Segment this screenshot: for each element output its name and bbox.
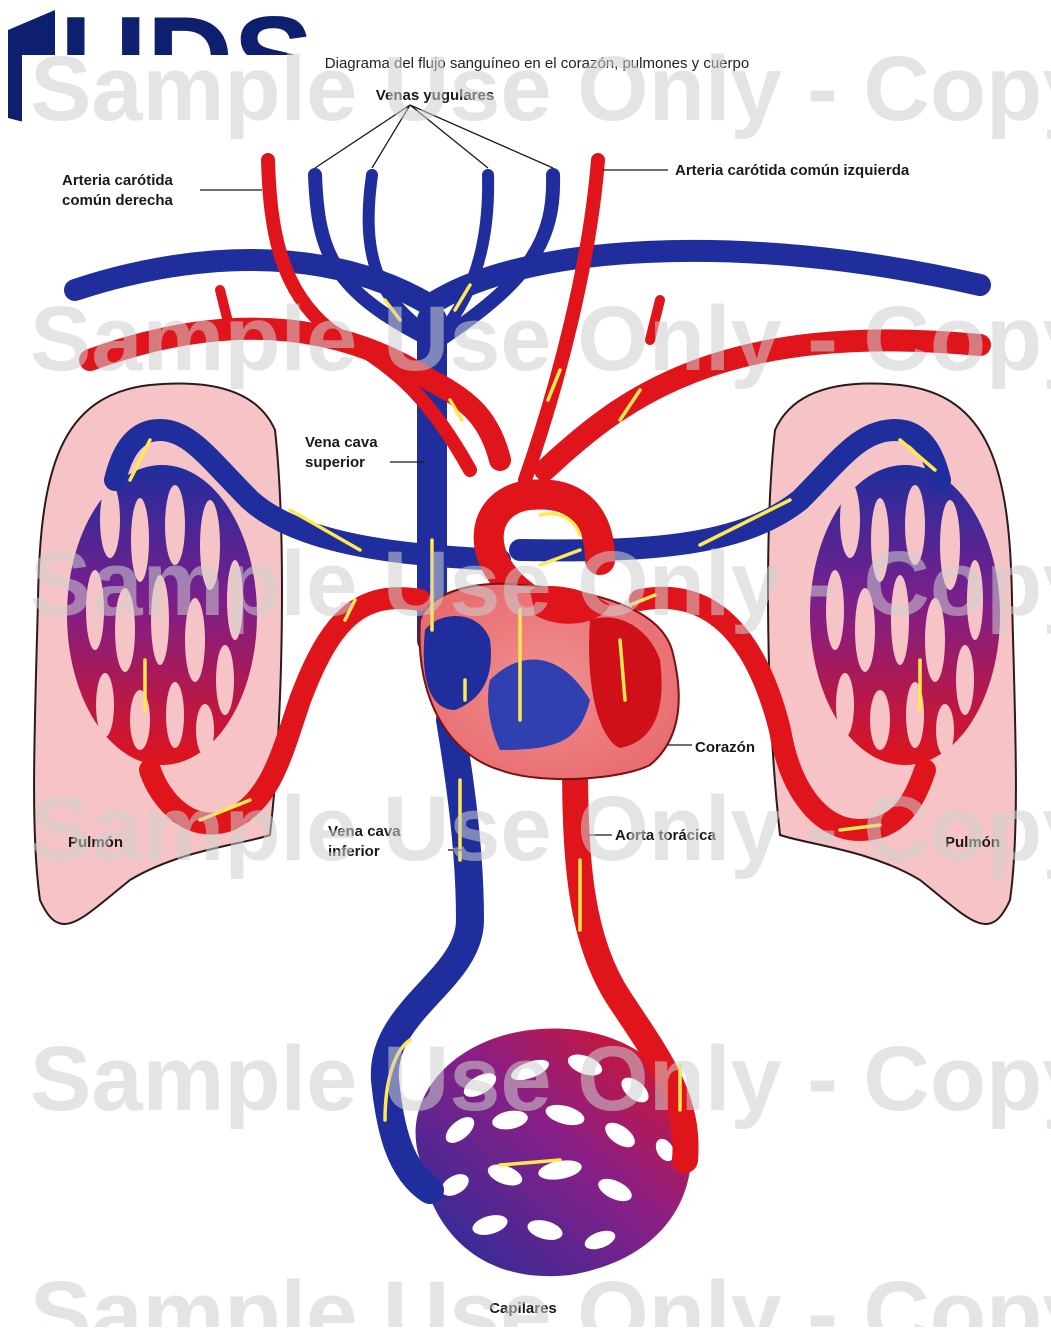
- watermark-text: Sample Use Only - Copyri: [30, 533, 1051, 635]
- label-right-carotid-line1: Arteria carótida: [62, 172, 174, 189]
- label-right-carotid-line2: común derecha: [62, 192, 174, 209]
- watermark-text: Sample Use Only - Copyri: [30, 778, 1051, 880]
- label-heart: Corazón: [695, 739, 755, 756]
- watermark-text: Sample Use Only - Copyri: [30, 288, 1051, 390]
- label-superior-cava-line1: Vena cava: [305, 434, 378, 451]
- label-left-carotid: Arteria carótida común izquierda: [675, 162, 910, 179]
- watermark-text: Sample Use Only - Copyri: [30, 1028, 1051, 1130]
- watermark-text: Sample Use Only - Copyri: [30, 38, 1051, 140]
- watermark-text: Sample Use Only - Copyri: [30, 1263, 1051, 1327]
- label-superior-cava-line2: superior: [305, 454, 365, 471]
